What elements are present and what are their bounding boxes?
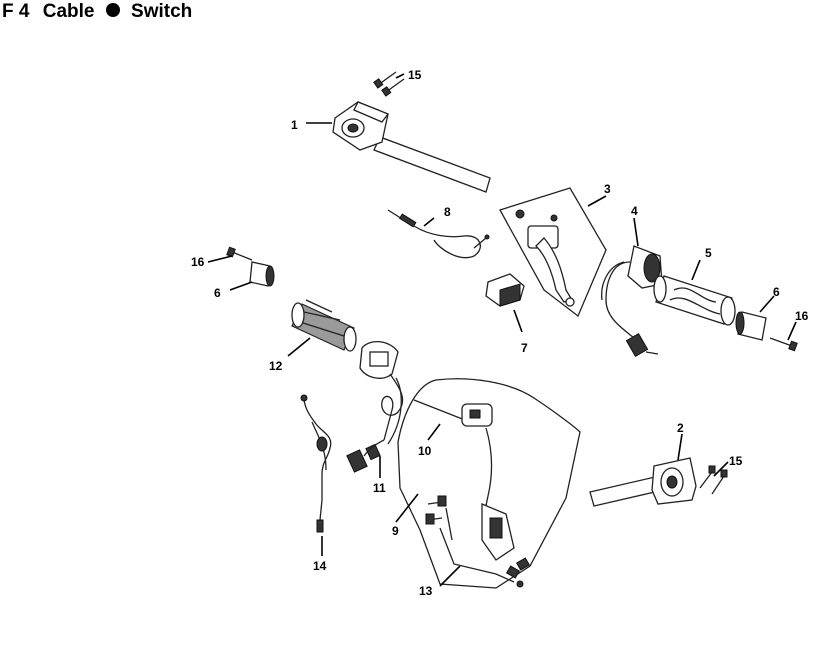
part-7-switch-block bbox=[485, 273, 525, 307]
part-8-throttle-cable bbox=[387, 209, 490, 259]
part-12-left-grip bbox=[291, 299, 357, 352]
callout-4: 4 bbox=[631, 204, 638, 218]
callout-6-right: 6 bbox=[773, 285, 780, 299]
callout-1: 1 bbox=[291, 118, 298, 132]
part-10-brake-lever-master-cylinder bbox=[413, 399, 515, 561]
part-14-wire-lead bbox=[300, 394, 332, 533]
callout-14: 14 bbox=[313, 559, 327, 573]
callout-13: 13 bbox=[419, 584, 433, 598]
callout-15-top: 15 bbox=[408, 68, 422, 82]
part-3-clutch-lever bbox=[499, 187, 607, 318]
title-right-word: Switch bbox=[131, 1, 193, 22]
callout-16-right: 16 bbox=[795, 309, 809, 323]
part-5-right-grip bbox=[653, 275, 736, 326]
title-left-word: Cable bbox=[42, 1, 95, 22]
part-15-bolts-top bbox=[373, 71, 405, 97]
callout-11: 11 bbox=[373, 481, 386, 495]
bullet-dot-icon bbox=[105, 3, 120, 18]
part-16-bar-end-bolt-left bbox=[226, 246, 253, 261]
part-2-right-handlebar bbox=[589, 457, 697, 507]
part-4-throttle-housing bbox=[601, 245, 663, 357]
callout-10: 10 bbox=[418, 444, 432, 458]
part-16-bar-end-bolt-right bbox=[769, 337, 798, 352]
part-13-bolts-and-lines bbox=[425, 495, 531, 588]
callout-9: 9 bbox=[392, 524, 399, 538]
part-1-left-handlebar bbox=[332, 101, 491, 193]
callout-15-right: 15 bbox=[729, 454, 743, 468]
figure-code: F 4 bbox=[2, 1, 30, 22]
callout-16-left: 16 bbox=[191, 255, 205, 269]
part-6-bar-end-left bbox=[249, 261, 275, 287]
part-9-brake-assembly-outline bbox=[397, 378, 581, 589]
callout-3: 3 bbox=[604, 182, 611, 196]
callout-8: 8 bbox=[444, 205, 451, 219]
leader-lines bbox=[207, 73, 797, 587]
callout-labels: 1 2 3 4 5 6 6 7 8 9 10 11 12 13 14 15 15… bbox=[191, 68, 809, 598]
callout-5: 5 bbox=[705, 246, 712, 260]
callout-7: 7 bbox=[521, 341, 528, 355]
part-6-bar-end-right bbox=[735, 311, 767, 341]
diagram-title: F 4 Cable Switch bbox=[2, 0, 192, 24]
callout-2: 2 bbox=[677, 421, 684, 435]
callout-12: 12 bbox=[269, 359, 283, 373]
callout-6-left: 6 bbox=[214, 286, 221, 300]
part-15-bolts-right bbox=[699, 465, 728, 495]
part-11-left-switch-housing bbox=[346, 341, 404, 473]
